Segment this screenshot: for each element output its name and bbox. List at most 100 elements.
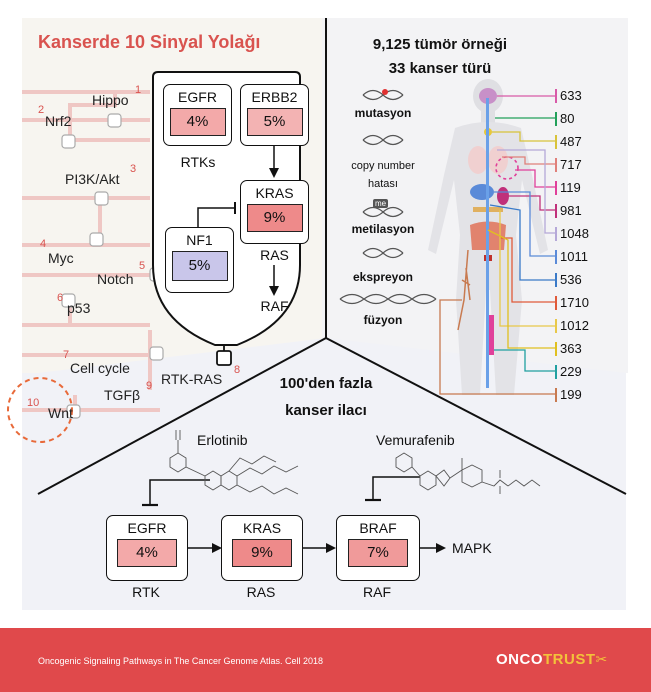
bottom-braf-percent: 7%	[348, 539, 408, 567]
count-tick	[555, 388, 557, 402]
sample-count: 1710	[560, 295, 589, 310]
ras-label: RAS	[260, 247, 289, 263]
dna-icons	[339, 89, 437, 305]
bottom-braf-name: BRAF	[359, 520, 397, 536]
pathway-5-label: Notch	[97, 271, 134, 287]
count-connectors	[439, 95, 555, 395]
pathway-4-label: Myc	[48, 250, 74, 266]
bottom-egfr-percent: 4%	[117, 539, 177, 567]
oncotrust-logo: ONCOTRUST✂	[496, 651, 608, 668]
kras-gene-box: KRAS 9%	[240, 180, 309, 244]
human-body-silhouette	[428, 79, 548, 395]
bottom-egfr-name: EGFR	[127, 520, 167, 536]
vemurafenib-label: Vemurafenib	[376, 432, 455, 448]
count-tick	[555, 342, 557, 356]
pathway-6-number: 6	[57, 292, 64, 304]
erlotinib-label: Erlotinib	[197, 432, 248, 448]
pathway-network-lines	[22, 90, 160, 412]
bottom-egfr-box: EGFR 4%	[106, 515, 188, 581]
count-tick	[555, 227, 557, 241]
nf1-gene-box: NF1 5%	[165, 227, 234, 293]
legend-mutation: mutasyon	[354, 106, 412, 120]
egfr-gene-box: EGFR 4%	[163, 84, 232, 146]
sample-count: 1048	[560, 226, 589, 241]
rtks-label: RTKs	[180, 154, 216, 170]
legend-methylation: metilasyon	[351, 222, 415, 236]
footer-bar	[0, 628, 651, 692]
sample-count: 633	[560, 88, 582, 103]
count-tick	[555, 250, 557, 264]
samples-title: 9,125 tümör örneği	[372, 36, 508, 53]
erbb2-gene-box: ERBB2 5%	[240, 84, 309, 146]
legend-fusion: füzyon	[363, 313, 403, 327]
count-tick	[555, 319, 557, 333]
pathway-8-number: 8	[234, 364, 241, 376]
bottom-braf-box: BRAF 7%	[336, 515, 420, 581]
legend-expression: ekspreyon	[352, 270, 414, 284]
count-tick	[555, 158, 557, 172]
sample-count: 363	[560, 341, 582, 356]
bottom-kras-name: KRAS	[242, 520, 282, 536]
pathway-7-label: Cell cycle	[70, 360, 130, 376]
bottom-rtk-label: RTK	[132, 584, 160, 600]
pathway-9-number: 9	[146, 380, 153, 392]
count-tick	[555, 296, 557, 310]
pathway-10-number: 10	[27, 397, 40, 409]
right-diagonal-divider	[325, 337, 627, 495]
pathway-9-label: TGFβ	[104, 387, 141, 403]
pathway-10-label: Wnt	[48, 405, 73, 421]
pathway-5-number: 5	[139, 260, 146, 272]
bottom-kras-percent: 9%	[232, 539, 292, 567]
logo-part-1: ONCO	[496, 651, 543, 668]
kras-gene-name: KRAS	[255, 185, 294, 201]
pathway-1-number: 1	[135, 84, 142, 96]
sample-count: 1012	[560, 318, 589, 333]
count-tick	[555, 112, 557, 126]
sample-count: 1011	[560, 249, 588, 264]
methylation-tag: me	[373, 199, 389, 208]
bottom-ras-label: RAS	[246, 584, 276, 600]
count-tick	[555, 89, 557, 103]
sample-count: 487	[560, 134, 582, 149]
mapk-label: MAPK	[452, 540, 492, 556]
bottom-kras-box: KRAS 9%	[221, 515, 303, 581]
sample-count: 536	[560, 272, 582, 287]
left-panel-title: Kanserde 10 Sinyal Yolağı	[38, 32, 261, 52]
egfr-gene-name: EGFR	[178, 89, 217, 105]
pathway-8-label: RTK-RAS	[161, 371, 223, 387]
pathway-6-label: p53	[67, 300, 91, 316]
wnt-highlight-circle	[7, 377, 73, 443]
count-tick	[555, 365, 557, 379]
count-tick	[555, 181, 557, 195]
sample-count: 229	[560, 364, 582, 379]
vemurafenib-structure	[395, 452, 541, 494]
sample-count: 199	[560, 387, 582, 402]
nf1-percent: 5%	[171, 251, 228, 281]
pathway-2-number: 2	[38, 104, 45, 116]
kras-percent: 9%	[246, 204, 303, 232]
left-diagonal-divider	[37, 337, 327, 495]
count-tick	[555, 135, 557, 149]
drugs-title-line1: 100'den fazla	[279, 375, 373, 392]
bottom-raf-label: RAF	[363, 584, 391, 600]
pathway-3-number: 3	[130, 163, 137, 175]
pathway-3-label: PI3K/Akt	[65, 171, 120, 187]
pathway-4-number: 4	[40, 238, 47, 250]
legend-copy-number: copy number	[351, 160, 415, 172]
egfr-percent: 4%	[169, 108, 226, 136]
rtk-ras-node	[216, 350, 232, 366]
drugs-title-line2: kanser ilacı	[285, 402, 367, 419]
cancer-types-title: 33 kanser türü	[388, 60, 492, 77]
pathway-1-label: Hippo	[92, 92, 129, 108]
count-tick	[555, 273, 557, 287]
logo-mark-icon: ✂	[595, 651, 608, 667]
pathway-7-number: 7	[63, 349, 70, 361]
sample-count: 119	[560, 180, 581, 195]
raf-label: RAF	[260, 298, 289, 314]
logo-part-2: TRUST	[543, 651, 596, 668]
erlotinib-structure	[169, 430, 299, 495]
sample-count: 80	[560, 111, 575, 126]
sample-count: 717	[560, 157, 582, 172]
count-tick	[555, 204, 557, 218]
